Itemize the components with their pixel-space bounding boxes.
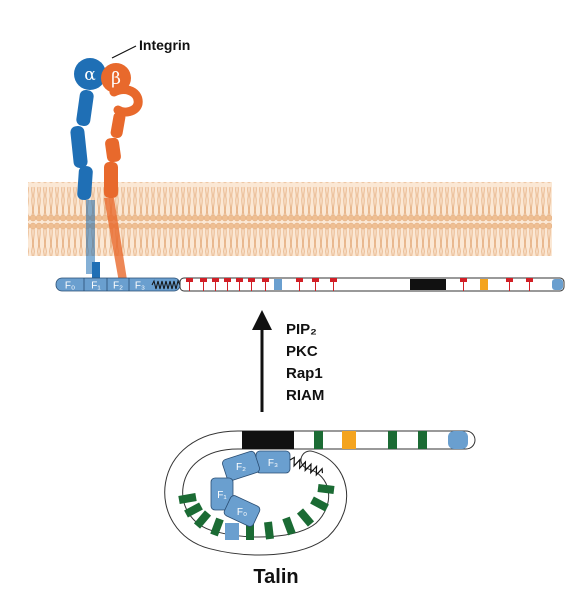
talin-active-rod: [179, 277, 565, 292]
domain-f1-inactive: F₁: [217, 490, 227, 501]
alpha-head: [74, 58, 106, 90]
beta-head: [101, 63, 131, 93]
beta-label: β: [111, 69, 121, 89]
activators-list: PIP₂ PKC Rap1 RIAM: [286, 321, 324, 404]
alpha-label: α: [84, 65, 96, 85]
activation-arrow-icon: [252, 310, 272, 412]
domain-f2-inactive: F₂: [236, 462, 246, 473]
linker-spring-icon: [151, 279, 181, 290]
integrin-heterodimer-icon: α β: [74, 58, 131, 93]
talin-label: Talin: [253, 566, 298, 588]
domain-f3-active: F₃: [135, 281, 145, 292]
talin-autoinhibited-rod: [164, 430, 476, 556]
activator-pip2: PIP₂: [286, 321, 317, 338]
domain-f0-inactive: F₀: [237, 507, 247, 518]
activator-pkc: PKC: [286, 343, 318, 360]
integrin-leader-line: [111, 45, 137, 59]
domain-f3-inactive: F₃: [268, 458, 278, 469]
integrin-label: Integrin: [139, 37, 190, 53]
talin-autoinhibited-head: F₃ F₂ F₁ F₀: [210, 450, 324, 527]
domain-f0-active: F₀: [65, 281, 75, 292]
linker-spring-icon: [289, 456, 324, 477]
domain-f1-active: F₁: [91, 281, 101, 292]
integrin-alpha-subunit: [70, 89, 100, 278]
talin-active-head: F₀ F₁ F₂ F₃: [55, 277, 181, 292]
activator-rap1: Rap1: [286, 365, 323, 382]
domain-f2-active: F₂: [113, 281, 123, 292]
activator-riam: RIAM: [286, 387, 324, 404]
